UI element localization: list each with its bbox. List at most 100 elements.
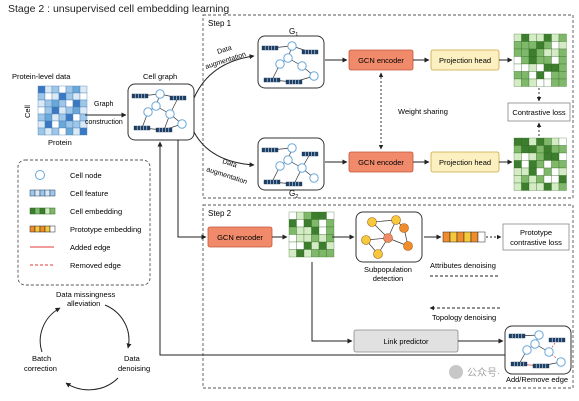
embedding-cell <box>296 226 305 235</box>
g1-subscript: 1 <box>295 32 298 38</box>
cycle-left-label-1: Batch <box>32 354 51 363</box>
add-remove-edge-label: Add/Remove edge <box>506 375 568 384</box>
matrix-cell <box>44 106 53 115</box>
prototype-embedding-bar-icon <box>29 225 56 233</box>
legend-cell <box>39 207 46 215</box>
embedding-cell <box>528 33 537 42</box>
embedding-cell <box>551 48 560 57</box>
embedding-cell <box>521 33 530 42</box>
prototype-embedding-bar <box>442 231 486 243</box>
matrix-cell <box>51 113 60 122</box>
matrix-cell <box>65 85 74 94</box>
projection-head-bottom-label: Projection head <box>439 158 491 167</box>
matrix-cell <box>72 120 81 129</box>
matrix-cell <box>51 106 60 115</box>
embedding-cell <box>513 48 522 57</box>
embedding-cell <box>551 33 560 42</box>
embedding-cell <box>528 152 537 161</box>
embedding-cell <box>528 63 537 72</box>
contrastive-loss-label: Contrastive loss <box>512 108 566 117</box>
matrix-cell <box>58 120 67 129</box>
embedding-cell <box>528 78 537 87</box>
embedding-cell <box>551 160 560 169</box>
cell-node <box>530 339 540 349</box>
legend-cell <box>34 225 41 233</box>
cell-node <box>287 143 297 153</box>
matrix-cell <box>37 92 46 101</box>
feature-bar-node <box>155 127 173 133</box>
embedding-cell <box>551 63 560 72</box>
embedding-cell <box>326 241 335 250</box>
subpop-node <box>399 223 409 233</box>
embedding-cell <box>311 211 320 220</box>
embedding-cell <box>543 33 552 42</box>
gcn-encoder-top-label: GCN encoder <box>358 56 404 65</box>
cell-node <box>522 345 532 355</box>
cell-node <box>297 163 307 173</box>
cycle-top-label-2: alleviation <box>67 299 100 308</box>
embedding-cell <box>318 241 327 250</box>
subpop-node <box>383 233 393 243</box>
embedding-cell <box>318 234 327 243</box>
wechat-logo-icon <box>449 365 463 379</box>
link-predictor-label: Link predictor <box>383 337 429 346</box>
matrix-cell <box>79 92 88 101</box>
embedding-cell <box>558 78 567 87</box>
weight-sharing-label: Weight sharing <box>398 107 448 116</box>
cell-node <box>287 41 297 51</box>
prototype-cell <box>456 231 465 243</box>
embedding-cell <box>513 175 522 184</box>
projection-head-top-label: Projection head <box>439 56 491 65</box>
embedding-cell <box>528 182 537 191</box>
legend-cell <box>34 207 41 215</box>
legend-cell <box>39 189 46 197</box>
gcn-encoder-step2-label: GCN encoder <box>217 233 263 242</box>
matrix-cell <box>58 106 67 115</box>
legend-cell <box>49 189 56 197</box>
matrix-cell <box>72 99 81 108</box>
embedding-cell <box>551 41 560 50</box>
attributes-denoising-label: Attributes denoising <box>430 261 496 270</box>
subpop-node <box>391 215 401 225</box>
matrix-cell <box>51 92 60 101</box>
feature-bar-node <box>301 49 319 55</box>
embedding-cell <box>528 167 537 176</box>
feature-bar-node <box>261 147 279 153</box>
stage-title: Stage 2 : unsupervised cell embedding le… <box>8 3 230 15</box>
legend-cell <box>44 207 51 215</box>
embedding-cell <box>303 211 312 220</box>
prototype-loss-label-2: contrastive loss <box>510 238 562 247</box>
subpop-node <box>373 249 383 259</box>
embedding-cell <box>513 63 522 72</box>
matrix-cell <box>37 85 46 94</box>
cycle-arc-right <box>104 304 132 349</box>
embedding-cell <box>521 145 530 154</box>
embedding-cell <box>551 78 560 87</box>
embedding-cell <box>528 71 537 80</box>
matrix-cell <box>65 99 74 108</box>
embedding-cell <box>326 219 335 228</box>
embedding-cell <box>513 41 522 50</box>
step1-panel <box>202 14 574 199</box>
embedding-cell <box>521 41 530 50</box>
cell-graph <box>127 83 195 141</box>
matrix-cell <box>51 127 60 136</box>
legend-label: Cell feature <box>70 189 108 198</box>
embedding-cell <box>521 63 530 72</box>
legend-label: Cell embedding <box>70 207 122 216</box>
embedding-cell <box>513 137 522 146</box>
cell-node <box>283 53 293 63</box>
augmentation-arrow-top <box>193 54 255 99</box>
embedding-cell <box>513 71 522 80</box>
embedding-cell <box>536 78 545 87</box>
legend-circle <box>35 170 45 180</box>
arrow-embed-to-link-predictor <box>311 262 353 344</box>
cell-node <box>165 109 175 119</box>
cycle-arc-left <box>39 307 61 353</box>
matrix-cell <box>72 113 81 122</box>
embedding-cell <box>543 160 552 169</box>
embedding-cell <box>288 241 297 250</box>
embedding-cell <box>558 71 567 80</box>
embedding-matrix-step2 <box>288 211 335 258</box>
feature-bar-node <box>508 333 526 339</box>
